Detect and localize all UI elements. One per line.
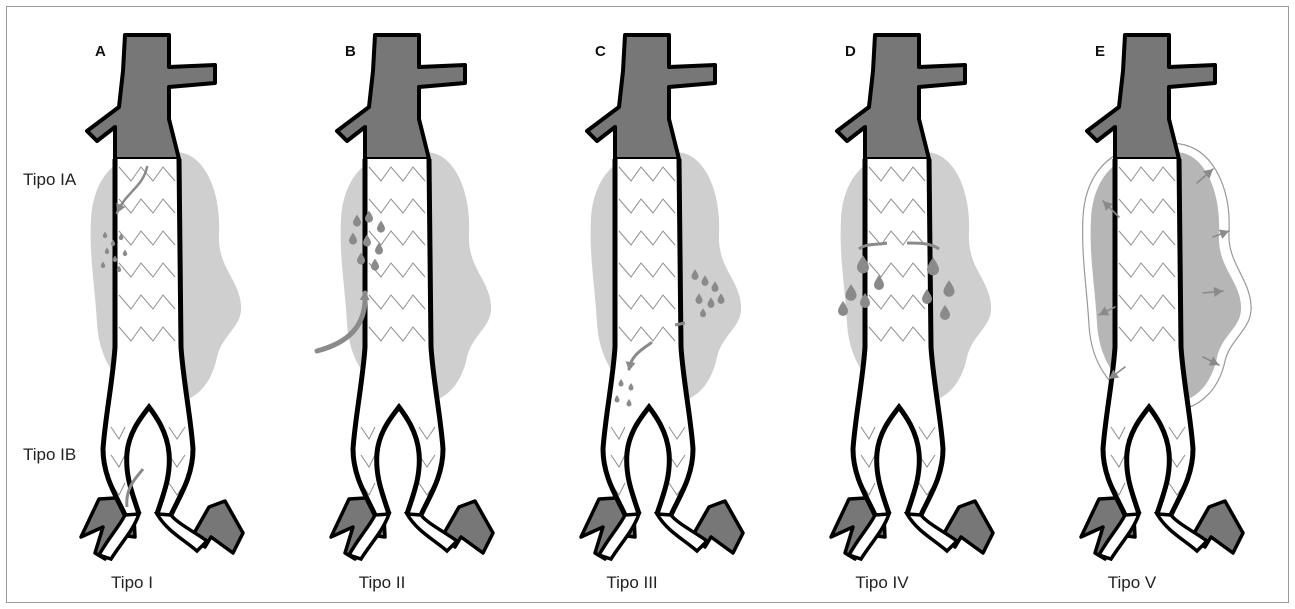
aorta-diagram-a	[7, 7, 257, 602]
type-iii-junction-leak	[675, 323, 685, 325]
suprarenal-aorta	[1087, 35, 1215, 159]
endoleak-figure: Tipo IA Tipo IB A Tipo I B Tipo II C Tip…	[6, 6, 1289, 603]
panel-letter-a: A	[95, 43, 106, 60]
suprarenal-aorta	[337, 35, 465, 159]
suprarenal-aorta	[587, 35, 715, 159]
panel-b: B Tipo II	[257, 7, 507, 602]
caption-b: Tipo II	[257, 573, 507, 593]
caption-c: Tipo III	[507, 573, 757, 593]
suprarenal-aorta	[837, 35, 965, 159]
caption-d: Tipo IV	[757, 573, 1007, 593]
panel-e: E Tipo V	[1007, 7, 1257, 602]
aorta-diagram-e	[1007, 7, 1257, 602]
caption-e: Tipo V	[1007, 573, 1257, 593]
panel-d: D Tipo IV	[757, 7, 1007, 602]
suprarenal-aorta	[87, 35, 215, 159]
panel-letter-b: B	[345, 43, 356, 60]
aorta-diagram-c	[507, 7, 757, 602]
panel-a: A Tipo I	[7, 7, 257, 602]
aorta-diagram-d	[757, 7, 1007, 602]
panel-letter-d: D	[845, 43, 856, 60]
panel-c: C Tipo III	[507, 7, 757, 602]
panel-letter-c: C	[595, 43, 606, 60]
panel-letter-e: E	[1095, 43, 1105, 60]
caption-a: Tipo I	[7, 573, 257, 593]
aorta-diagram-b	[257, 7, 507, 602]
